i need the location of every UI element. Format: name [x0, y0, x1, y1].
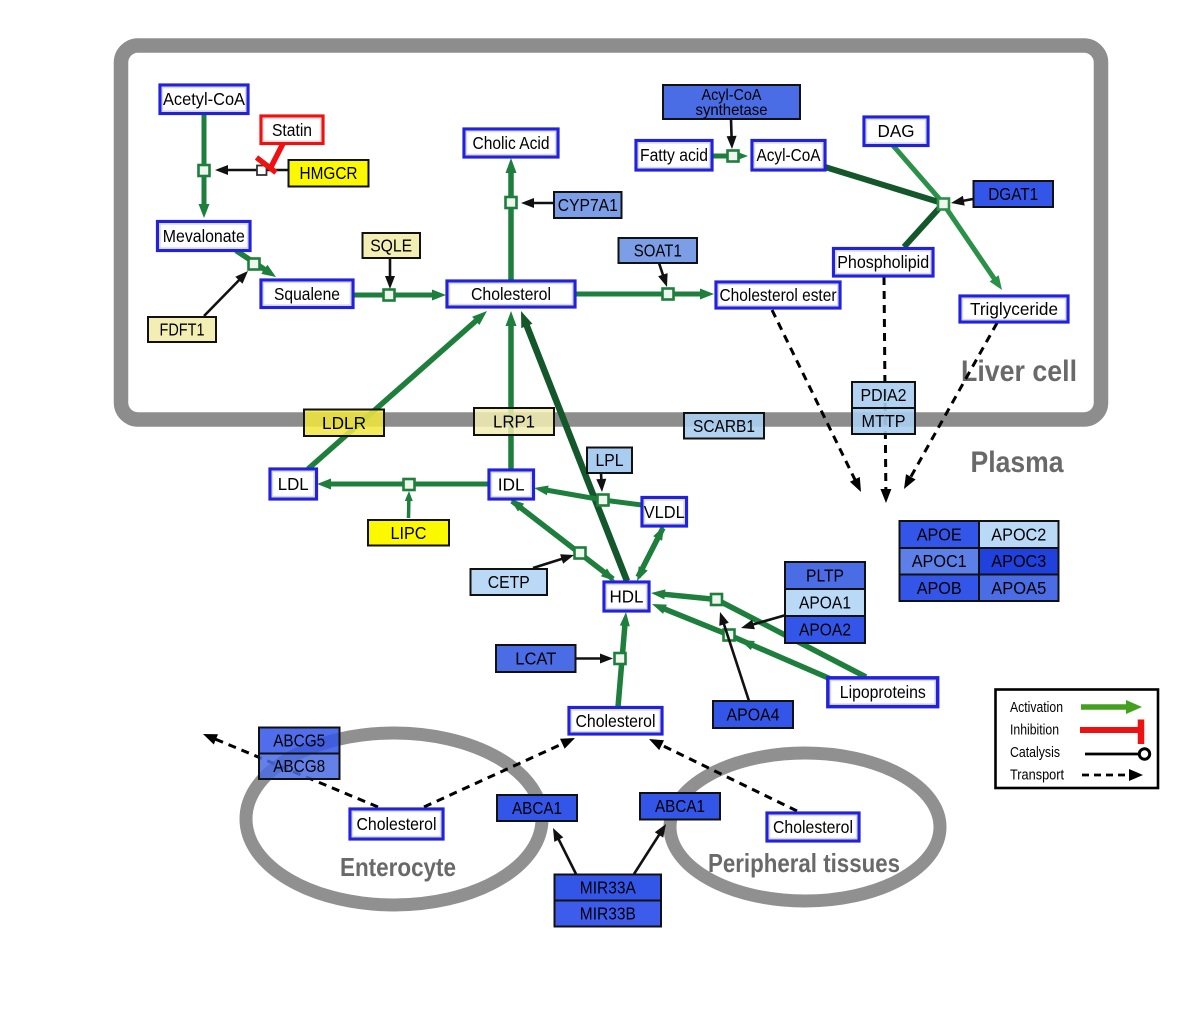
- svg-text:VLDL: VLDL: [644, 502, 685, 522]
- svg-text:CETP: CETP: [488, 572, 530, 592]
- svg-text:MIR33B: MIR33B: [580, 904, 636, 924]
- svg-text:LDLR: LDLR: [322, 413, 366, 433]
- svg-text:MTTP: MTTP: [862, 411, 906, 431]
- svg-text:Phospholipid: Phospholipid: [837, 252, 929, 272]
- svg-text:CYP7A1: CYP7A1: [558, 195, 618, 215]
- svg-text:Fatty acid: Fatty acid: [640, 145, 708, 165]
- svg-text:Catalysis: Catalysis: [1010, 745, 1060, 761]
- svg-text:Inhibition: Inhibition: [1010, 723, 1059, 739]
- svg-text:Enterocyte: Enterocyte: [340, 852, 456, 882]
- svg-text:ABCG5: ABCG5: [273, 731, 325, 751]
- svg-text:DGAT1: DGAT1: [988, 184, 1038, 204]
- svg-text:Cholesterol: Cholesterol: [471, 284, 551, 304]
- svg-text:Statin: Statin: [272, 120, 312, 140]
- svg-text:Acyl-CoA: Acyl-CoA: [702, 87, 763, 104]
- svg-text:APOE: APOE: [917, 525, 962, 545]
- svg-text:synthetase: synthetase: [696, 102, 768, 119]
- svg-text:PLTP: PLTP: [806, 566, 844, 586]
- svg-text:Mevalonate: Mevalonate: [163, 226, 245, 246]
- svg-text:Triglyceride: Triglyceride: [970, 299, 1058, 319]
- svg-text:LPL: LPL: [596, 450, 624, 470]
- svg-text:Cholesterol: Cholesterol: [773, 817, 853, 837]
- svg-text:ABCA1: ABCA1: [512, 798, 562, 818]
- svg-text:Cholic Acid: Cholic Acid: [473, 133, 550, 153]
- svg-text:LIPC: LIPC: [391, 523, 427, 543]
- svg-text:Transport: Transport: [1010, 768, 1064, 784]
- svg-text:DAG: DAG: [878, 121, 915, 141]
- svg-text:APOC2: APOC2: [991, 525, 1046, 545]
- svg-text:Squalene: Squalene: [274, 284, 340, 304]
- svg-text:Acyl-CoA: Acyl-CoA: [757, 145, 821, 165]
- svg-text:LRP1: LRP1: [493, 412, 535, 432]
- svg-text:APOA4: APOA4: [727, 705, 780, 725]
- svg-text:Peripheral tissues: Peripheral tissues: [708, 848, 900, 878]
- svg-text:MIR33A: MIR33A: [580, 878, 636, 898]
- svg-text:SQLE: SQLE: [370, 236, 412, 256]
- svg-text:ABCA1: ABCA1: [655, 796, 705, 816]
- svg-text:Acetyl-CoA: Acetyl-CoA: [163, 89, 245, 109]
- svg-text:APOC1: APOC1: [912, 551, 967, 571]
- svg-text:LDL: LDL: [278, 474, 309, 494]
- svg-text:ABCG8: ABCG8: [273, 756, 325, 776]
- svg-text:APOC3: APOC3: [991, 551, 1046, 571]
- svg-text:IDL: IDL: [498, 475, 525, 495]
- svg-text:APOB: APOB: [917, 578, 962, 598]
- svg-text:HMGCR: HMGCR: [300, 163, 358, 183]
- svg-text:Cholesterol ester: Cholesterol ester: [720, 285, 837, 305]
- svg-text:SOAT1: SOAT1: [634, 241, 682, 261]
- svg-text:APOA2: APOA2: [799, 620, 851, 640]
- svg-text:APOA5: APOA5: [991, 578, 1046, 598]
- svg-text:Activation: Activation: [1010, 700, 1063, 716]
- svg-text:Lipoproteins: Lipoproteins: [840, 682, 926, 702]
- svg-text:FDFT1: FDFT1: [160, 320, 205, 340]
- svg-text:Liver cell: Liver cell: [961, 355, 1077, 388]
- svg-text:HDL: HDL: [610, 587, 644, 607]
- svg-text:SCARB1: SCARB1: [693, 416, 755, 436]
- svg-text:PDIA2: PDIA2: [861, 385, 907, 405]
- svg-text:APOA1: APOA1: [799, 593, 851, 613]
- svg-text:LCAT: LCAT: [515, 649, 556, 669]
- svg-text:Plasma: Plasma: [971, 446, 1064, 479]
- svg-text:Cholesterol: Cholesterol: [357, 814, 437, 834]
- svg-text:Cholesterol: Cholesterol: [576, 711, 656, 731]
